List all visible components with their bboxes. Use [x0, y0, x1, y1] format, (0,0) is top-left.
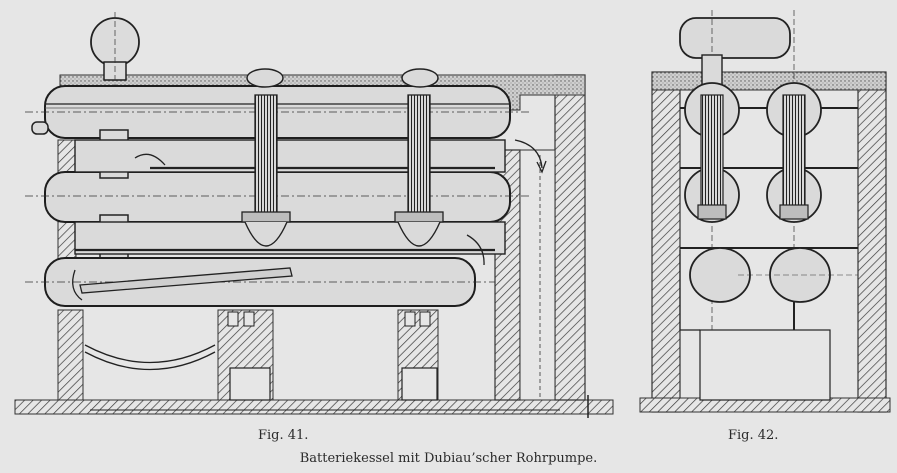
fig41-ground: [14, 399, 614, 415]
fig41-flow-arrow: [514, 139, 543, 169]
figure-42-label: Fig. 42.: [728, 428, 779, 443]
figure-41-label: Fig. 41.: [258, 428, 309, 443]
fig41-drawing: [14, 12, 614, 418]
figure-caption: Batteriekessel mit Dubiau’scher Rohrpump…: [299, 451, 598, 466]
fig41-outer-wall: [554, 74, 586, 401]
fig42-drawing: [639, 10, 891, 413]
fig42-steam-pipe: [679, 17, 791, 59]
fig41-tube-pump-1: [254, 94, 278, 221]
fig42-left-wall: [651, 71, 681, 413]
fig42-right-wall: [857, 71, 887, 413]
fig41-tube-pump-2: [407, 94, 431, 221]
